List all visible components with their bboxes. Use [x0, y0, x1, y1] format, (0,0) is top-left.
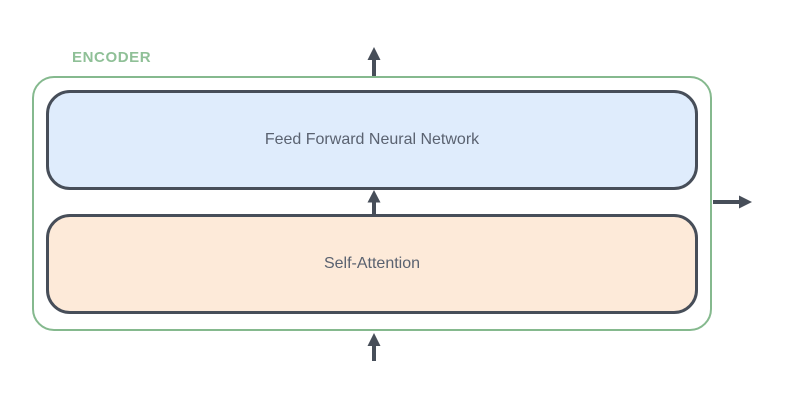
output-arrow-top-icon	[367, 47, 381, 76]
self-attention-to-feed-forward-arrow-icon	[367, 190, 381, 214]
input-arrow-bottom-icon	[367, 333, 381, 361]
encoder-box	[32, 76, 712, 331]
self-attention-label: Self-Attention	[323, 255, 421, 272]
feed-forward-block: Feed Forward Neural Network	[46, 90, 698, 190]
feed-forward-label: Feed Forward Neural Network	[264, 131, 480, 148]
self-attention-block: Self-Attention	[46, 214, 698, 314]
output-arrow-right-icon	[713, 195, 752, 209]
encoder-label: ENCODER	[72, 49, 152, 66]
